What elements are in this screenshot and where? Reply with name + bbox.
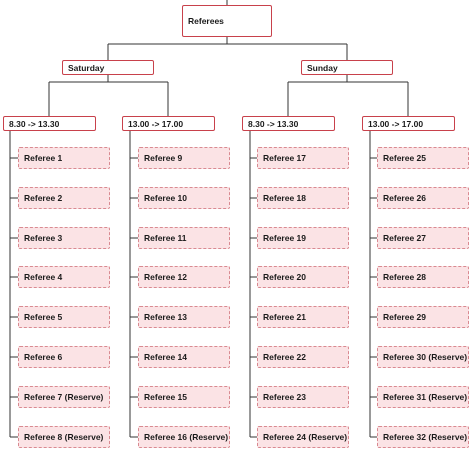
slot-node-sunday-morning: 8.30 -> 13.30 <box>242 116 335 131</box>
referee-node-sunday-afternoon-8: Referee 32 (Reserve) <box>377 426 469 448</box>
referee-node-sunday-morning-4: Referee 20 <box>257 266 349 288</box>
slot-node-saturday-afternoon: 13.00 -> 17.00 <box>122 116 215 131</box>
referee-node-saturday-afternoon-6: Referee 14 <box>138 346 230 368</box>
referee-node-saturday-afternoon-3: Referee 11 <box>138 227 230 249</box>
root-node-referees: Referees <box>182 5 272 37</box>
referee-node-saturday-morning-1: Referee 1 <box>18 147 110 169</box>
referee-node-sunday-morning-2: Referee 18 <box>257 187 349 209</box>
referee-node-saturday-morning-2: Referee 2 <box>18 187 110 209</box>
referee-node-sunday-afternoon-7: Referee 31 (Reserve) <box>377 386 469 408</box>
referee-node-sunday-morning-1: Referee 17 <box>257 147 349 169</box>
referee-node-saturday-afternoon-2: Referee 10 <box>138 187 230 209</box>
referee-node-saturday-morning-4: Referee 4 <box>18 266 110 288</box>
referee-node-saturday-morning-3: Referee 3 <box>18 227 110 249</box>
referee-node-sunday-morning-7: Referee 23 <box>257 386 349 408</box>
referee-node-sunday-afternoon-3: Referee 27 <box>377 227 469 249</box>
referee-node-saturday-afternoon-4: Referee 12 <box>138 266 230 288</box>
slot-node-sunday-afternoon: 13.00 -> 17.00 <box>362 116 455 131</box>
day-node-sunday: Sunday <box>301 60 393 75</box>
referee-node-saturday-morning-8: Referee 8 (Reserve) <box>18 426 110 448</box>
day-node-saturday: Saturday <box>62 60 154 75</box>
referee-node-saturday-afternoon-1: Referee 9 <box>138 147 230 169</box>
referee-node-sunday-afternoon-1: Referee 25 <box>377 147 469 169</box>
referee-node-saturday-afternoon-8: Referee 16 (Reserve) <box>138 426 230 448</box>
referee-node-saturday-morning-6: Referee 6 <box>18 346 110 368</box>
referee-node-sunday-afternoon-4: Referee 28 <box>377 266 469 288</box>
referee-node-sunday-afternoon-2: Referee 26 <box>377 187 469 209</box>
referee-node-saturday-afternoon-7: Referee 15 <box>138 386 230 408</box>
referee-node-sunday-morning-8: Referee 24 (Reserve) <box>257 426 349 448</box>
referee-node-sunday-morning-6: Referee 22 <box>257 346 349 368</box>
referee-node-sunday-afternoon-6: Referee 30 (Reserve) <box>377 346 469 368</box>
slot-node-saturday-morning: 8.30 -> 13.30 <box>3 116 96 131</box>
referee-node-saturday-morning-5: Referee 5 <box>18 306 110 328</box>
referee-node-sunday-morning-3: Referee 19 <box>257 227 349 249</box>
referee-node-sunday-morning-5: Referee 21 <box>257 306 349 328</box>
referee-node-saturday-afternoon-5: Referee 13 <box>138 306 230 328</box>
referee-node-saturday-morning-7: Referee 7 (Reserve) <box>18 386 110 408</box>
referee-node-sunday-afternoon-5: Referee 29 <box>377 306 469 328</box>
